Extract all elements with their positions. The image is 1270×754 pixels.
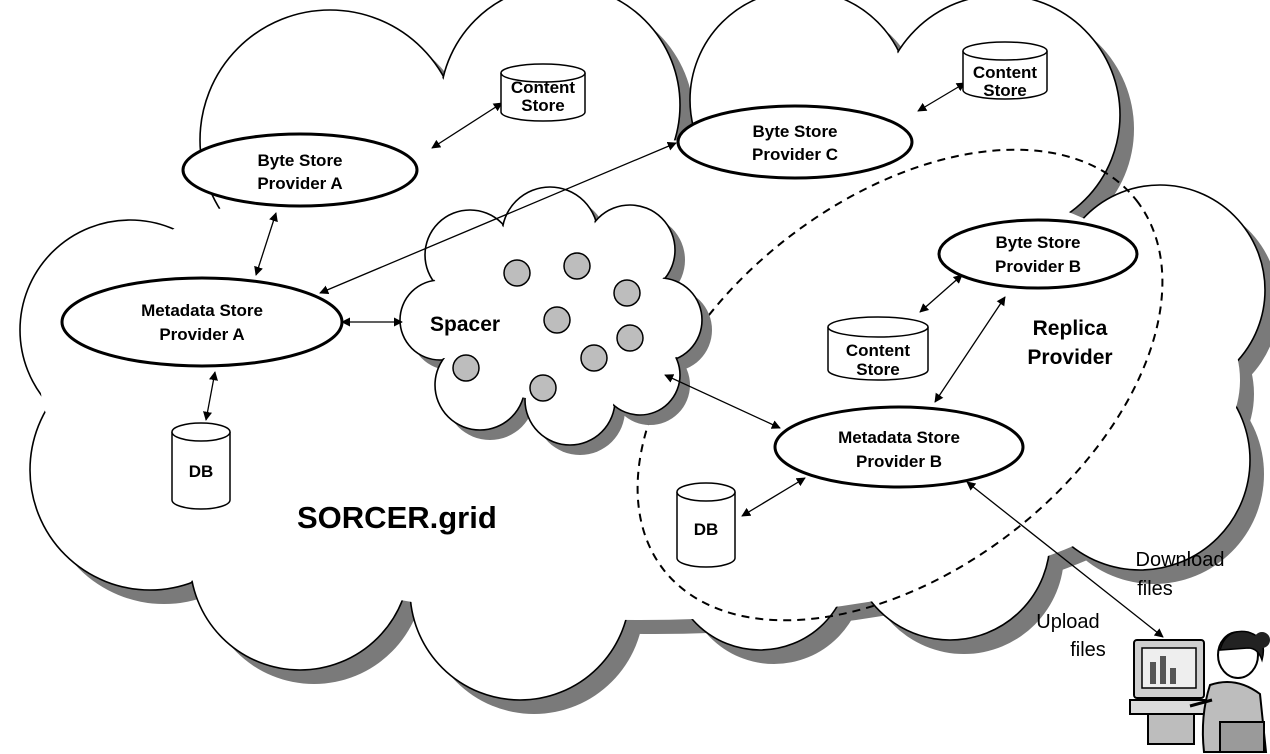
node-metadata-store-a: Metadata Store Provider A (60, 276, 344, 368)
spacer-entry (563, 252, 591, 280)
download-files-label: files (1137, 578, 1173, 600)
node-metadata-store-b: Metadata Store Provider B (773, 405, 1025, 489)
storage-label: Store (983, 81, 1026, 100)
storage-label: Content (846, 341, 911, 360)
node-label: Provider B (856, 452, 942, 471)
node-label: Metadata Store (141, 301, 263, 320)
content-store-3: Content Store (827, 316, 929, 381)
spacer-entry (543, 306, 571, 334)
edge-metadataa-bytec (319, 141, 677, 295)
node-byte-store-b: Byte Store Provider B (937, 218, 1139, 290)
spacer-entry (452, 354, 480, 382)
node-label: Byte Store (995, 233, 1080, 252)
content-store-2: Content Store (962, 41, 1048, 100)
spacer-entry (616, 324, 644, 352)
user-at-computer-icon (1129, 630, 1270, 753)
download-files-label: Download (1136, 549, 1225, 571)
spacer-entry (613, 279, 641, 307)
storage-label: DB (694, 520, 719, 539)
storage-label: DB (189, 462, 214, 481)
grid-label: SORCER.grid (297, 500, 497, 535)
node-label: Provider A (159, 325, 244, 344)
spacer-entry (580, 344, 608, 372)
replica-provider-boundary (636, 148, 1164, 622)
edge-byteb-contentstore (919, 274, 963, 313)
storage-label: Content (973, 63, 1038, 82)
replica-provider-label: Replica (1033, 317, 1108, 340)
upload-files-label: files (1070, 639, 1106, 661)
spacer-entry (529, 374, 557, 402)
node-label: Provider B (995, 257, 1081, 276)
db-a: DB (171, 422, 231, 510)
storage-label: Store (521, 96, 564, 115)
node-label: Provider A (257, 174, 342, 193)
node-label: Provider C (752, 145, 838, 164)
storage-label: Content (511, 78, 576, 97)
edge-bytea-contentstore (431, 102, 503, 149)
edge-metadatab-db (741, 477, 806, 517)
edge-bytea-metadataa (254, 212, 278, 276)
upload-files-label: Upload (1036, 611, 1099, 633)
node-label: Byte Store (752, 122, 837, 141)
node-byte-store-c: Byte Store Provider C (676, 104, 914, 180)
edge-byteb-metadatab (934, 296, 1006, 403)
storage-label: Store (856, 360, 899, 379)
edge-spacer-metadatab (664, 374, 781, 429)
spacer-cloud: Spacer (399, 186, 712, 455)
db-b: DB (676, 482, 736, 568)
spacer-entry (503, 259, 531, 287)
replica-provider-label: Provider (1027, 346, 1112, 369)
content-store-1: Content Store (500, 63, 586, 122)
node-byte-store-a: Byte Store Provider A (181, 132, 419, 208)
node-label: Byte Store (257, 151, 342, 170)
edge-metadataa-db (203, 371, 218, 421)
edge-bytec-contentstore (917, 82, 966, 112)
node-label: Metadata Store (838, 428, 960, 447)
connections (203, 82, 1164, 638)
spacer-label: Spacer (430, 313, 500, 336)
edge-metadatab-user (966, 481, 1164, 638)
